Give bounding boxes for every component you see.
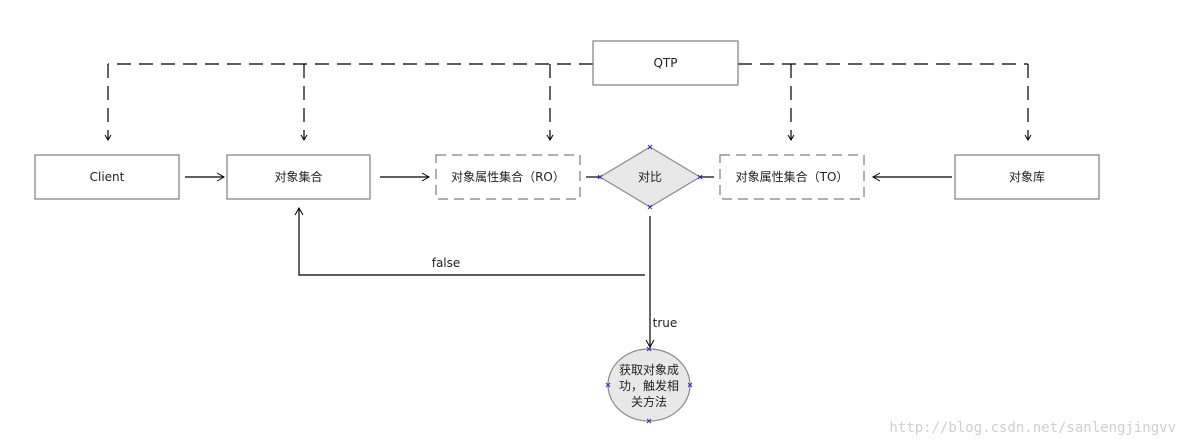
node-client-label: Client	[90, 170, 125, 184]
watermark: http://blog.csdn.net/sanlengjingvv	[889, 420, 1176, 436]
node-object-repo-label: 对象库	[1009, 169, 1045, 184]
node-ro-set-label: 对象属性集合（RO）	[451, 169, 565, 184]
solid-connectors	[185, 172, 952, 349]
qtp-dashed-connectors	[104, 63, 1032, 141]
edge-label-false: false	[432, 256, 461, 270]
node-qtp-label: QTP	[653, 56, 677, 70]
node-compare-label: 对比	[638, 170, 662, 184]
node-to-set[interactable]: 对象属性集合（TO）	[719, 154, 865, 200]
edge-label-true: true	[653, 316, 678, 330]
node-object-repo[interactable]: 对象库	[954, 154, 1100, 200]
node-result[interactable]: 获取对象成 功，触发相 关方法	[605, 346, 693, 424]
node-object-set[interactable]: 对象集合	[226, 154, 371, 200]
node-result-line-3: 关方法	[631, 394, 667, 409]
connection-handles	[597, 144, 703, 210]
edge-compare-false	[299, 208, 651, 276]
node-ro-set[interactable]: 对象属性集合（RO）	[435, 154, 581, 200]
node-compare[interactable]: 对比	[597, 144, 703, 210]
node-to-set-label: 对象属性集合（TO）	[736, 169, 849, 184]
node-qtp[interactable]: QTP	[592, 40, 739, 86]
node-object-set-label: 对象集合	[274, 169, 322, 184]
connection-handles	[605, 346, 693, 424]
node-result-line-2: 功，触发相	[619, 378, 679, 393]
node-client[interactable]: Client	[34, 154, 180, 200]
node-result-line-1: 获取对象成	[619, 363, 679, 377]
